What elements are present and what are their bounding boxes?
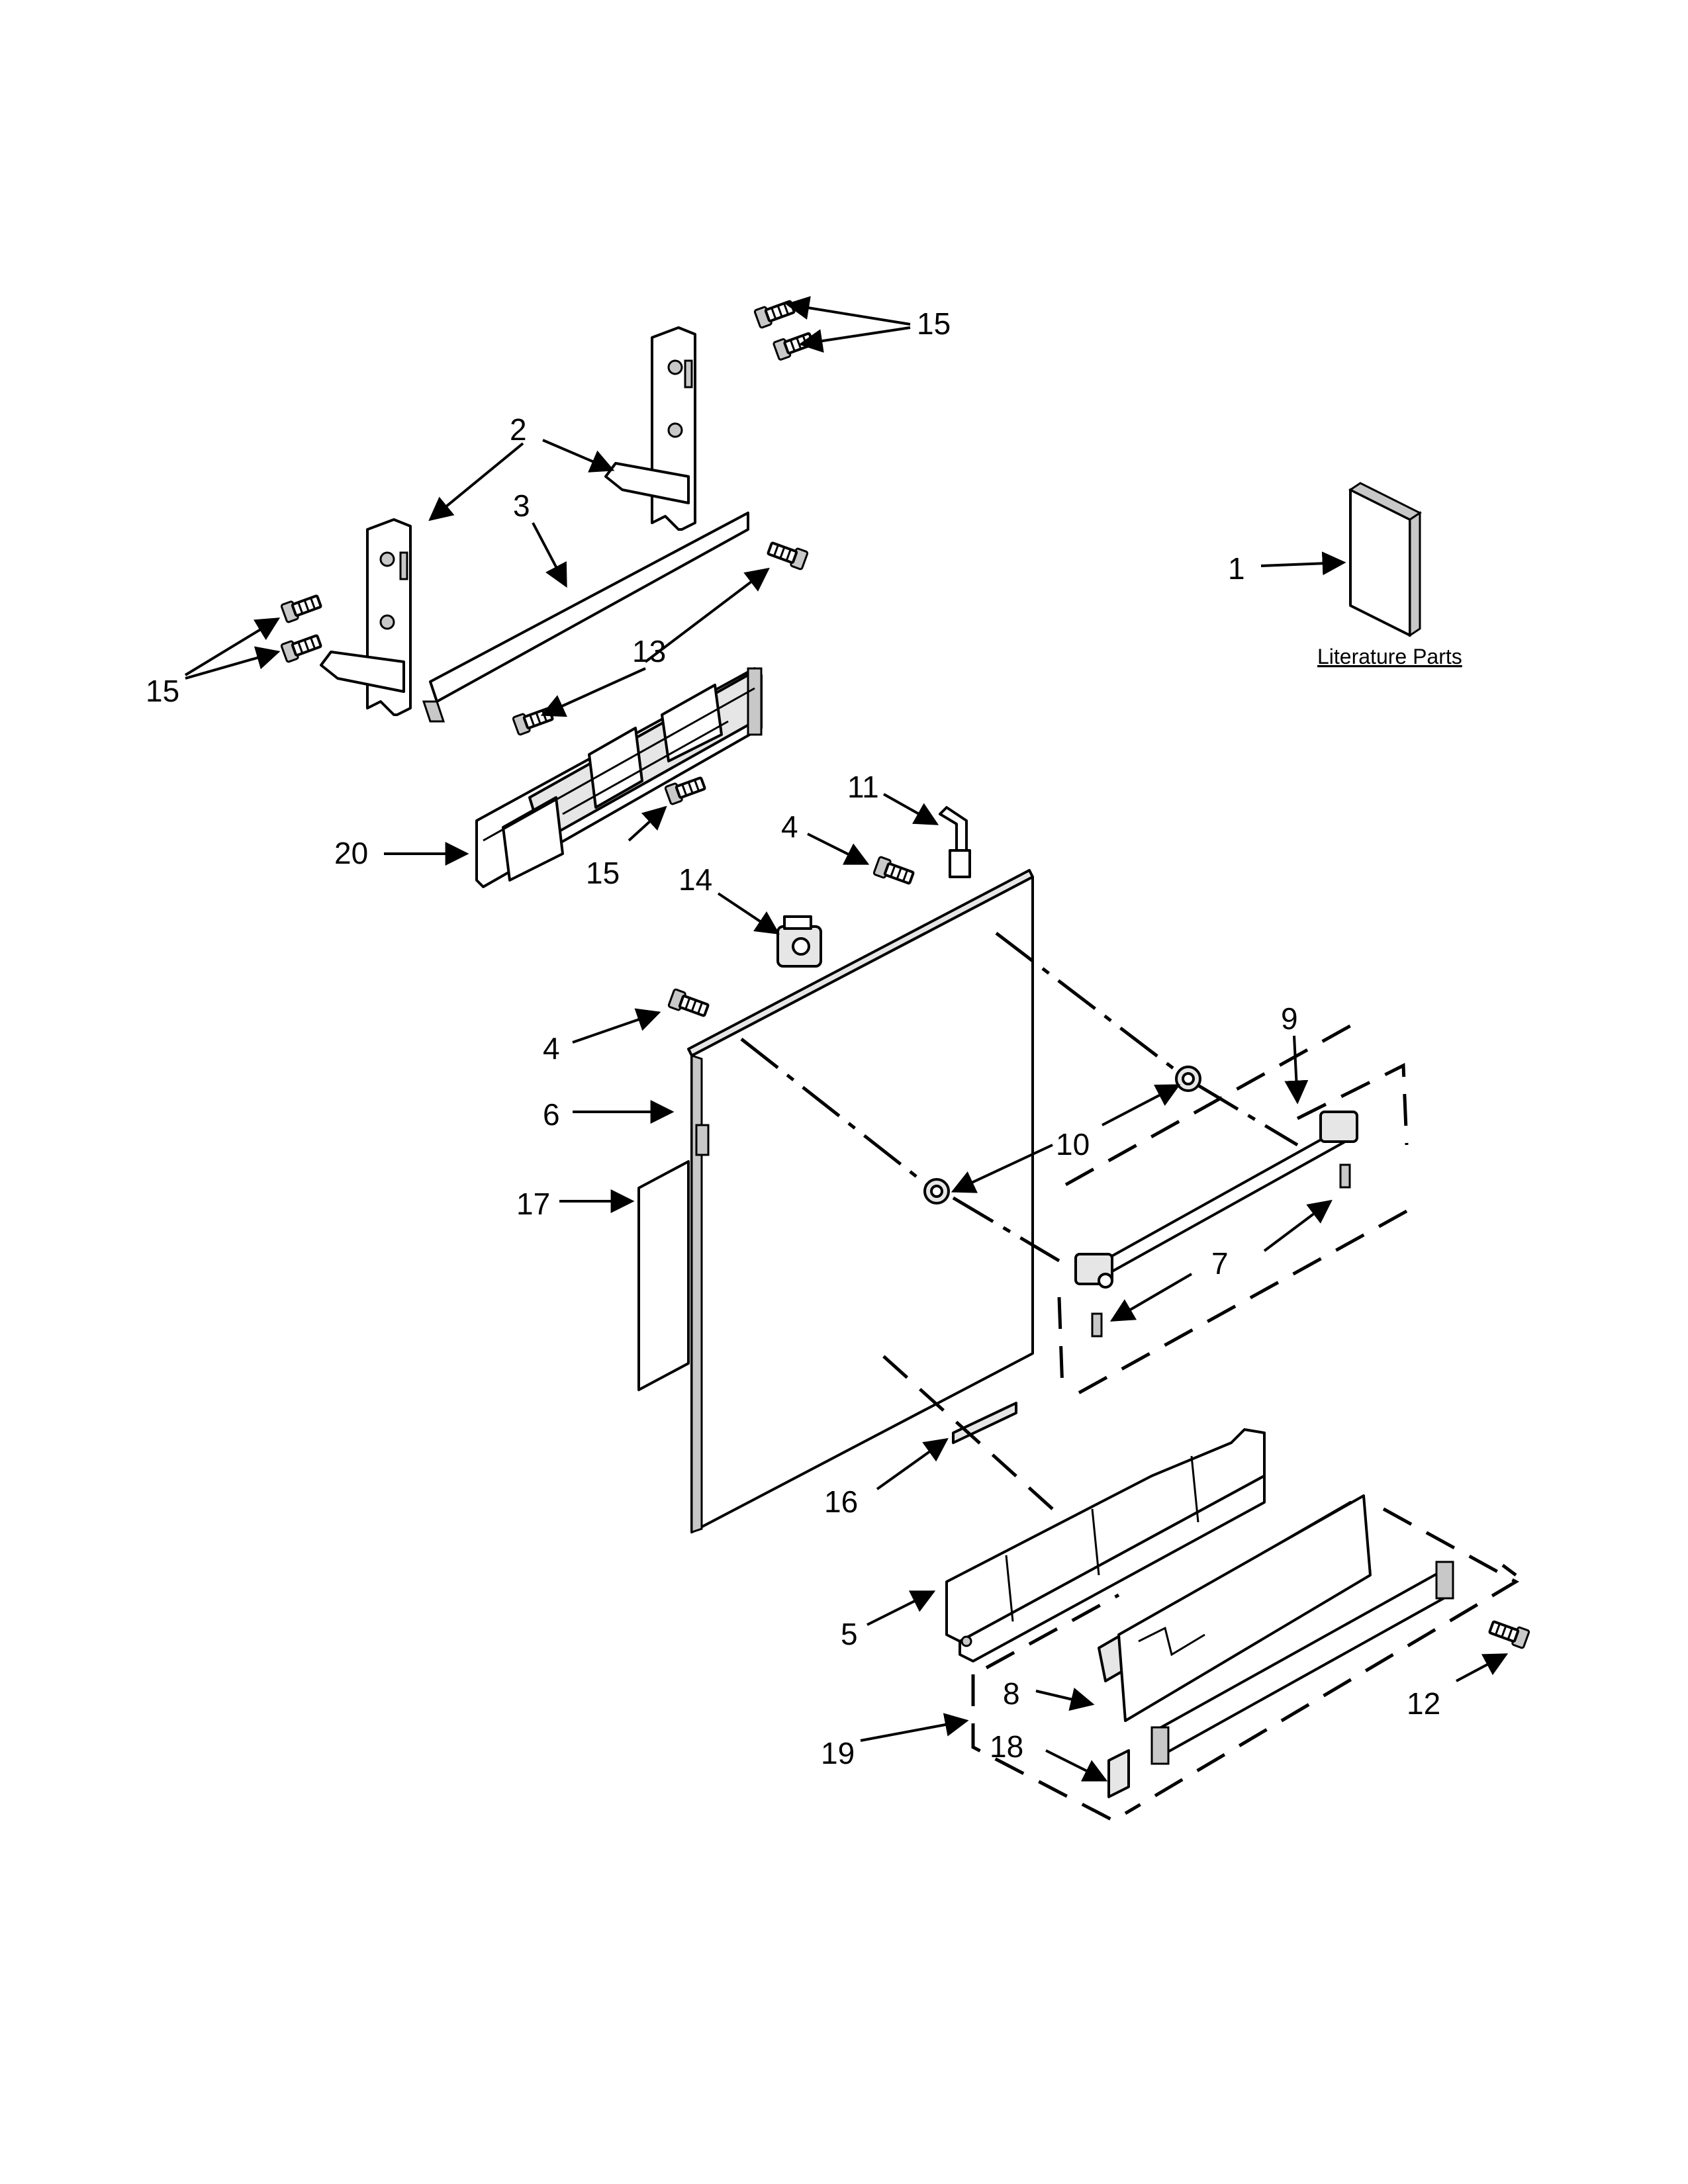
door-strike	[939, 806, 971, 878]
handle-group-outline	[1057, 1024, 1409, 1398]
callout-1: 1	[1228, 551, 1245, 586]
callout-15-top: 15	[917, 306, 951, 341]
screw-15-left-b	[279, 631, 324, 664]
door-latch	[776, 915, 822, 968]
handle-standoff-upper	[1175, 1066, 1201, 1092]
toe-panel-clip	[1107, 1749, 1130, 1798]
callout-3: 3	[513, 488, 530, 523]
literature-parts-caption: Literature Parts	[1317, 645, 1462, 668]
callout-11: 11	[847, 770, 879, 804]
screw-15-left-a	[279, 591, 324, 624]
toe-panel-trim	[1150, 1561, 1454, 1765]
set-screw-upper	[1339, 1163, 1351, 1189]
callout-5: 5	[841, 1617, 858, 1651]
callout-13: 13	[632, 634, 666, 668]
callout-6: 6	[543, 1097, 560, 1132]
screw-4-top	[872, 855, 916, 888]
alignment-lines	[740, 932, 1299, 1510]
callout-9: 9	[1281, 1001, 1298, 1036]
screw-4-left	[667, 987, 711, 1021]
callout-17: 17	[516, 1187, 550, 1221]
toe-panel-group-outline	[971, 1507, 1520, 1825]
callout-19: 19	[821, 1736, 855, 1770]
callout-2: 2	[510, 412, 527, 447]
callout-15-control: 15	[586, 856, 620, 890]
callout-12: 12	[1407, 1686, 1440, 1721]
callout-7: 7	[1211, 1246, 1229, 1281]
callout-4-left: 4	[543, 1031, 560, 1066]
screw-13-right	[765, 538, 810, 571]
vent-grille	[695, 1124, 710, 1156]
brand-badge	[952, 1402, 1017, 1444]
toe-panel	[1098, 1494, 1372, 1722]
door-gasket	[637, 1160, 690, 1391]
screw-15-top-b	[772, 328, 816, 362]
right-mounting-bracket	[604, 326, 696, 531]
callout-8: 8	[1003, 1676, 1020, 1711]
screw-15-top-a	[753, 296, 797, 330]
callout-15-left: 15	[146, 674, 179, 708]
callout-18: 18	[990, 1729, 1023, 1764]
callout-10: 10	[1056, 1127, 1090, 1161]
control-panel-assembly	[475, 667, 763, 888]
handle-standoff-lower	[923, 1178, 950, 1205]
outer-door-panel	[687, 869, 1034, 1534]
callout-20: 20	[334, 836, 368, 870]
toe-panel-bracket	[945, 1428, 1266, 1662]
callout-14: 14	[679, 862, 712, 897]
callout-4-top: 4	[781, 809, 798, 844]
literature-booklet	[1348, 482, 1422, 637]
leader-arrows	[184, 296, 1509, 1782]
screw-12	[1487, 1617, 1531, 1650]
screw-13-left	[511, 704, 555, 737]
callout-labels: 1 2 3 15 15 13 20 15 11 4 14 4 6 17 9 10…	[146, 306, 1440, 1770]
mounting-rail	[422, 512, 749, 723]
callout-16: 16	[824, 1484, 858, 1519]
set-screw-lower	[1091, 1312, 1103, 1338]
door-handle	[1074, 1111, 1358, 1289]
left-mounting-bracket	[320, 518, 412, 716]
